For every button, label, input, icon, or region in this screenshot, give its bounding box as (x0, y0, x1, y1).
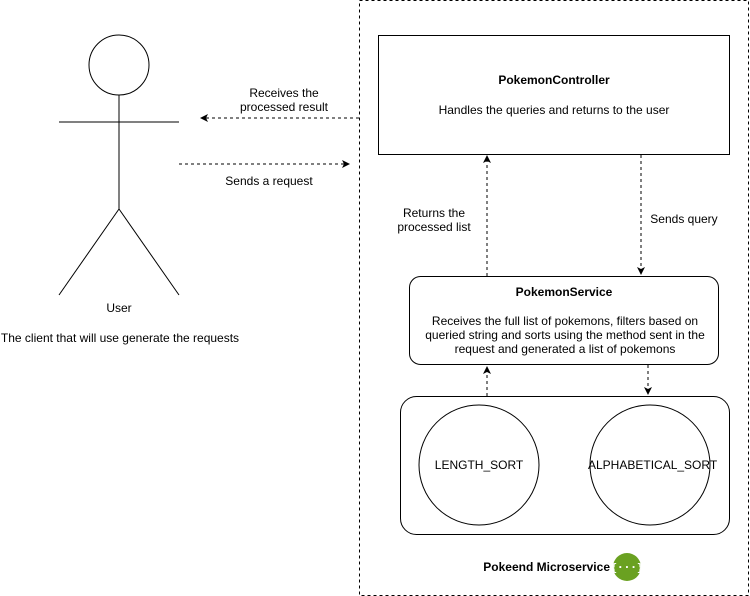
microservice-label: Pokeend Microservice (483, 560, 610, 574)
service-title: PokemonService (515, 285, 613, 299)
user-actor-figure (58, 34, 180, 296)
actor-left-leg (58, 208, 120, 296)
length-sort-circle (418, 404, 540, 526)
receives-result-label: Receives the processed result (239, 86, 329, 114)
controller-title: PokemonController (498, 73, 610, 87)
api-braces-icon: {···} (610, 553, 644, 581)
sends-request-label: Sends a request (225, 174, 313, 188)
actor-name: User (106, 301, 132, 315)
service-description: Receives the full list of pokemons, filt… (425, 314, 705, 356)
controller-description: Handles the queries and returns to the u… (438, 103, 670, 117)
actor-head (88, 34, 150, 96)
returns-list-label: Returns the processed list (397, 206, 471, 234)
service-box (409, 276, 719, 365)
svg-text:{···}: {···} (610, 561, 643, 574)
actor-description: The client that will use generate the re… (0, 331, 240, 345)
alphabetical-sort-label: ALPHABETICAL_SORT (588, 458, 718, 472)
controller-box (378, 35, 730, 155)
sends-query-label: Sends query (650, 212, 718, 226)
alphabetical-sort-circle (589, 404, 711, 526)
actor-right-leg (118, 208, 180, 296)
length-sort-label: LENGTH_SORT (434, 458, 524, 472)
